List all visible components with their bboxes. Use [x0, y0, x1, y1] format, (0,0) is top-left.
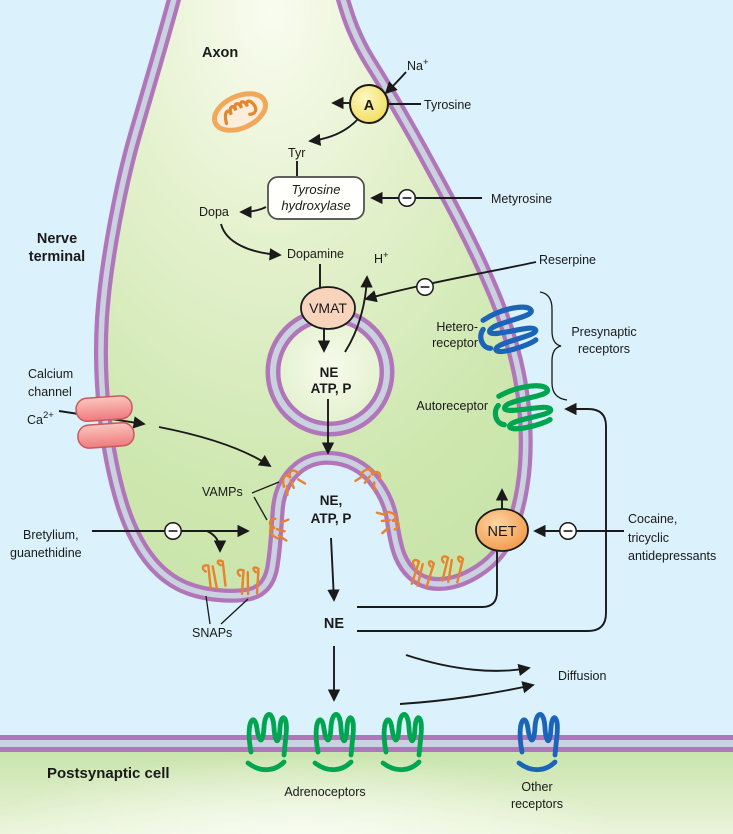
minus-icon: [559, 522, 577, 540]
dopamine-label: Dopamine: [287, 247, 344, 261]
release-content-line2: ATP, P: [311, 511, 352, 526]
release-to-ne-arrow: [327, 537, 340, 602]
presynaptic-receptors-brace: [539, 291, 568, 401]
calcium-to-vamps-arrow: [158, 426, 272, 468]
sodium-base: Na: [407, 59, 423, 73]
proton-label: H+: [374, 250, 389, 266]
tyr-label: Tyr: [288, 146, 305, 160]
release-content-line1: NE,: [320, 493, 343, 508]
vamps-pointer-1: [251, 481, 280, 494]
sodium-label: Na+: [407, 57, 429, 73]
other-receptors-label-line1: Other: [521, 780, 552, 794]
nerve-terminal-label-line2: terminal: [29, 249, 85, 265]
diffusion-arrow-upper: [405, 654, 531, 677]
vmat-label: VMAT: [309, 300, 347, 316]
other-receptors-label-line2: receptors: [511, 797, 563, 811]
snaps-label: SNAPs: [192, 626, 232, 640]
sodium-sup: +: [423, 57, 429, 68]
sodium-entry-arrow: [384, 71, 407, 95]
metyrosine-label: Metyrosine: [491, 192, 552, 206]
bretylium-branch-arrow: [206, 530, 227, 553]
enzyme-to-dopa-arrow: [239, 205, 267, 219]
mitochondrion-icon: [211, 91, 269, 133]
calcium-ion-label: Ca2+: [27, 410, 54, 427]
vesicle-content-line2: ATP, P: [311, 381, 352, 396]
cocaine-label-line1: Cocaine,: [628, 512, 677, 526]
heteroreceptor-label-line1: Hetero-: [436, 320, 478, 334]
calcium-channel-label-line1: Calcium: [28, 367, 73, 381]
minus-icon: [416, 278, 434, 296]
snaps-pointer-1: [205, 595, 211, 625]
enzyme-label-line2: hydroxylase: [281, 198, 350, 213]
axon-label: Axon: [202, 45, 238, 61]
bretylium-label-line2: guanethidine: [10, 546, 82, 560]
vesicle-content-line1: NE: [320, 365, 339, 380]
proton-sup: +: [383, 250, 389, 261]
proton-antiport-arrow: [344, 275, 373, 353]
bretylium-label-line1: Bretylium,: [23, 528, 79, 542]
minus-icon: [164, 522, 182, 540]
dopa-to-dopamine-arrow: [220, 223, 282, 261]
pathway-arrows: [58, 71, 624, 705]
autoreceptor-label: Autoreceptor: [416, 399, 488, 413]
ne-to-autoreceptor-line: [357, 402, 607, 632]
calcium-sup: 2+: [43, 410, 54, 421]
cocaine-label-line2: tricyclic: [628, 531, 669, 545]
amino-acid-transporter-label: A: [364, 98, 375, 114]
calcium-channel-label-line2: channel: [28, 385, 72, 399]
adrenoceptors-label: Adrenoceptors: [284, 785, 365, 799]
amino-acid-transporter: [349, 84, 389, 124]
net-transporter: [475, 508, 529, 552]
ne-reuptake-line: [357, 551, 498, 608]
net-label: NET: [488, 524, 517, 540]
vamps-pointer-2: [253, 496, 268, 521]
nerve-terminal-label-line1: Nerve: [37, 231, 77, 247]
heteroreceptor-label-line2: receptor: [432, 336, 478, 350]
transporter-to-tyr-arrow: [308, 118, 359, 146]
tyrosine-label: Tyrosine: [424, 98, 471, 112]
vmat-transporter: [300, 286, 356, 330]
diffusion-label: Diffusion: [558, 669, 606, 683]
presynaptic-receptors-label-line2: receptors: [578, 342, 630, 356]
calcium-base: Ca: [27, 413, 43, 427]
ne-label: NE: [324, 616, 344, 632]
diffusion-arrow-lower: [399, 681, 535, 705]
postsynaptic-cell-highlight: [0, 755, 628, 834]
calcium-channel-icon: [75, 395, 135, 449]
minus-icon: [398, 189, 416, 207]
snaps-pointer-2: [220, 598, 249, 625]
cocaine-label-line3: antidepressants: [628, 549, 716, 563]
tyrosine-hydroxylase-box: [267, 176, 365, 220]
postsynaptic-membrane-core: [0, 740, 733, 747]
vamps-label: VAMPs: [202, 485, 243, 499]
dopa-label: Dopa: [199, 205, 229, 219]
proton-base: H: [374, 252, 383, 266]
reserpine-inhibition-arrow: [364, 261, 537, 303]
enzyme-label-line1: Tyrosine: [292, 182, 341, 197]
postsynaptic-cell-label: Postsynaptic cell: [47, 765, 170, 782]
presynaptic-receptors-label-line1: Presynaptic: [571, 325, 636, 339]
reserpine-label: Reserpine: [539, 253, 596, 267]
